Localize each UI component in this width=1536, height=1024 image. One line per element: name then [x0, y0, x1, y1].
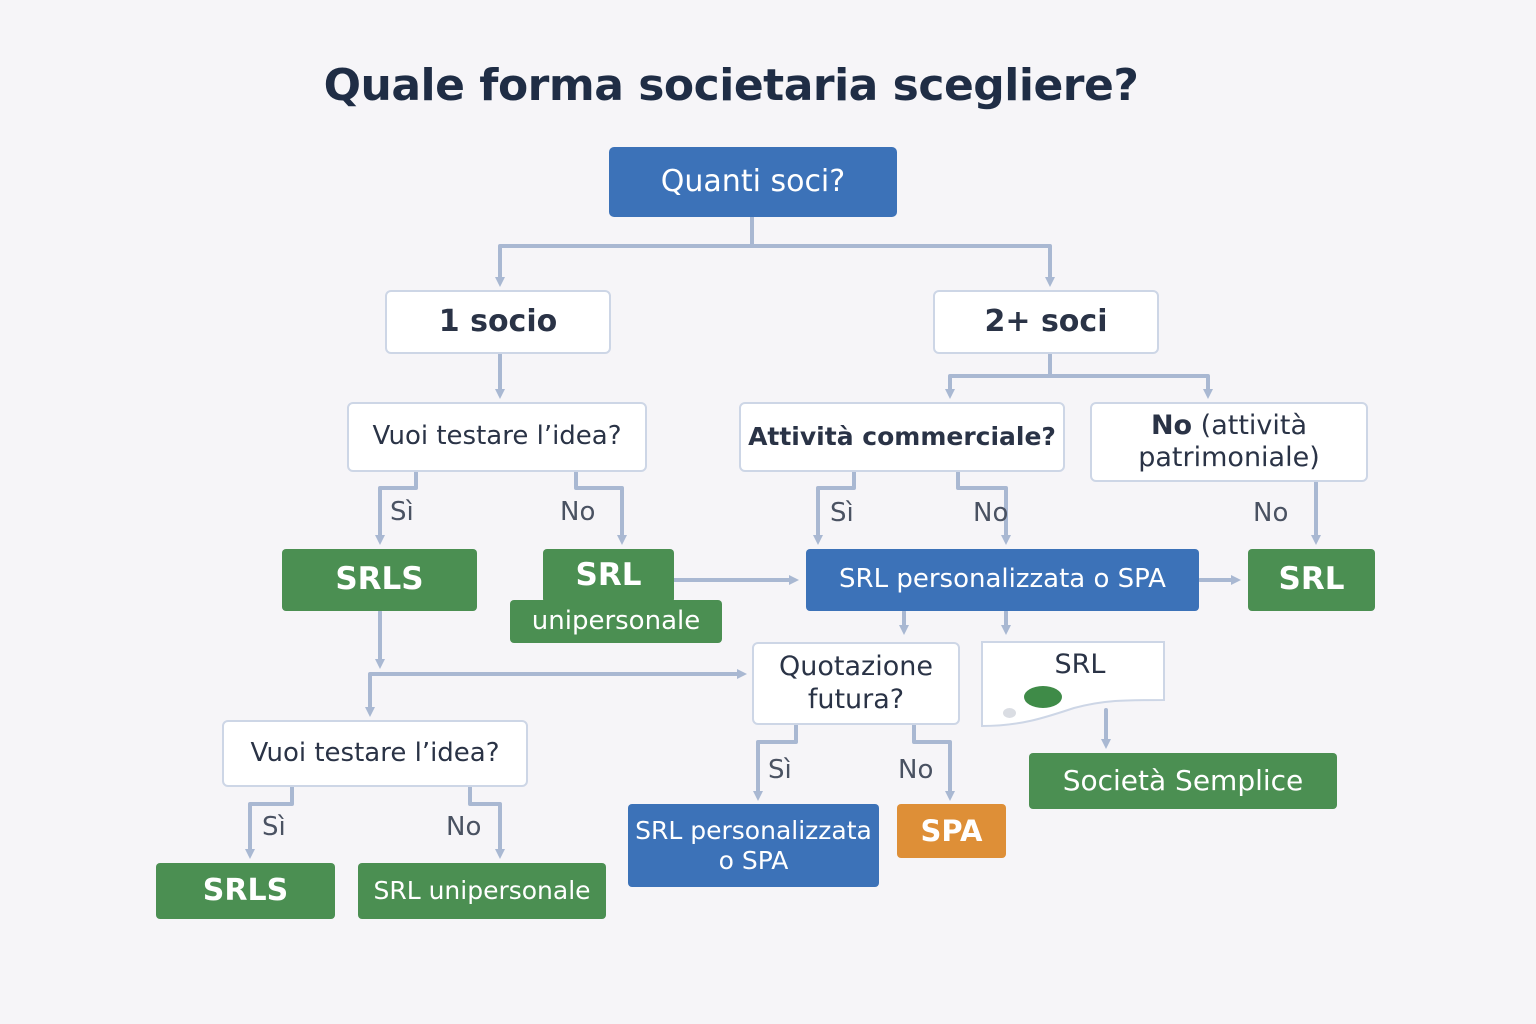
label-patrimoniale-no: No	[1253, 498, 1289, 528]
node-1-socio: 1 socio	[385, 290, 611, 354]
node-srl-unipersonale-top-label: unipersonale	[510, 600, 722, 643]
node-srls-top: SRLS	[282, 549, 477, 611]
label-comm-no: No	[973, 498, 1009, 528]
edge-testbottom-si	[245, 785, 294, 859]
grey-dot	[1003, 708, 1016, 718]
node-srl-note-label: SRL	[1054, 648, 1106, 680]
node-srl-right: SRL	[1248, 549, 1375, 611]
edge-srls-to-testbottom	[365, 672, 382, 717]
node-spa: SPA	[897, 804, 1006, 858]
node-societa-semplice: Società Semplice	[1029, 753, 1337, 809]
edge-2soci-to-patrimoniale	[1048, 374, 1213, 399]
edge-testtop-no	[574, 470, 627, 545]
edge-comm-no	[956, 470, 1011, 545]
node-attivita-commerciale: Attività commerciale?	[739, 402, 1065, 472]
edge-root-to-2soci	[750, 244, 1055, 287]
edge-root-to-1socio	[495, 244, 754, 287]
edge-comm-si	[813, 470, 856, 545]
edge-quot-no	[912, 723, 955, 801]
label-quot-no: No	[898, 755, 934, 785]
node-srl-unipersonale-bottom: SRL unipersonale	[358, 863, 606, 919]
node-srls-bottom: SRLS	[156, 863, 335, 919]
edge-testtop-si	[375, 470, 418, 545]
node-vuoi-testare-idea-top: Vuoi testare l’idea?	[347, 402, 647, 472]
srl-note-shape	[981, 641, 1165, 728]
node-srl-personalizzata-spa: SRL personalizzata o SPA	[806, 549, 1199, 611]
label-test-top-no: No	[560, 497, 596, 527]
label-comm-si: Sì	[830, 498, 854, 528]
edge-quot-si	[753, 723, 798, 801]
page-title: Quale forma societaria scegliere?	[323, 60, 1139, 111]
node-quanti-soci: Quanti soci?	[609, 147, 897, 217]
node-srl-unipersonale-top: SRL	[543, 549, 674, 603]
label-quot-si: Sì	[768, 755, 792, 785]
edge-testbottom-no	[468, 785, 505, 859]
node-quotazione-futura: Quotazione futura?	[752, 642, 960, 725]
node-srl-personalizzata-spa-bottom: SRL personalizzata o SPA	[628, 804, 879, 887]
label-test-bottom-no: No	[446, 812, 482, 842]
node-vuoi-testare-idea-bottom: Vuoi testare l’idea?	[222, 720, 528, 787]
label-test-top-si: Sì	[390, 497, 414, 527]
label-test-bottom-si: Sì	[262, 812, 286, 842]
green-dot	[1024, 686, 1062, 708]
node-no-attivita-patrimoniale: No (attività patrimoniale)	[1090, 402, 1368, 482]
node-2-soci: 2+ soci	[933, 290, 1159, 354]
edge-2soci-to-commerciale	[945, 374, 1052, 399]
